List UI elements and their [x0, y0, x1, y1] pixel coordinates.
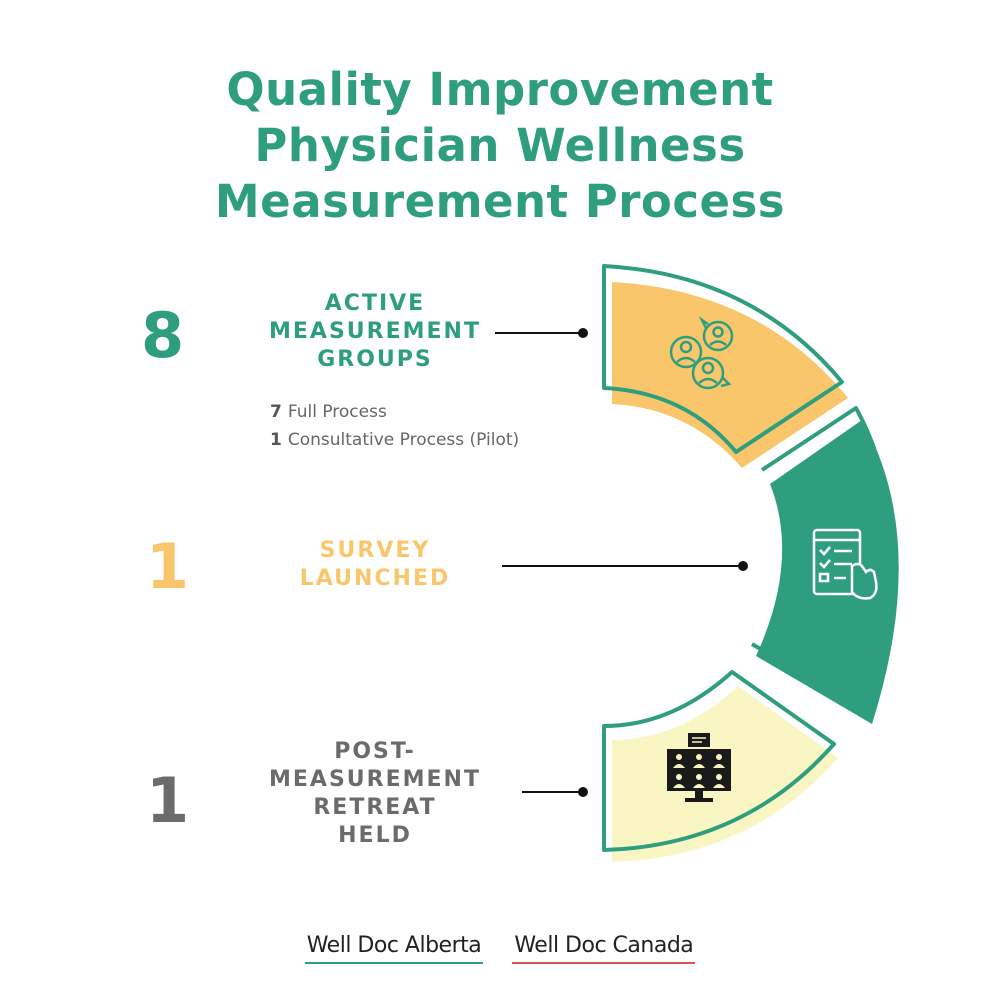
stat-label-line: LAUNCHED	[299, 566, 451, 591]
connector-dot-3	[578, 787, 588, 797]
breakdown-text: Full Process	[287, 402, 387, 422]
stat-label-groups: ACTIVE MEASUREMENT GROUPS	[255, 290, 495, 374]
connector-dot-1	[578, 328, 588, 338]
footer-logos: Well Doc Alberta Well Doc Canada	[0, 933, 1000, 964]
stat-label-line: HELD	[338, 823, 412, 848]
stat-label-line: RETREAT	[313, 795, 437, 820]
breakdown-count: 1	[270, 430, 282, 450]
breakdown-count: 7	[270, 402, 282, 422]
stat-label-survey: SURVEY LAUNCHED	[255, 537, 495, 593]
video-conference-monitor-icon	[667, 733, 731, 802]
page-title: Quality Improvement Physician Wellness M…	[0, 62, 1000, 230]
stat-label-line: POST-	[334, 739, 416, 764]
stat-number-survey: 1	[146, 530, 190, 603]
stat-label-line: MEASUREMENT	[269, 319, 481, 344]
stat-label-line: ACTIVE	[324, 291, 426, 316]
stat-number-groups: 8	[141, 299, 185, 372]
title-line-1: Quality Improvement	[226, 63, 774, 116]
stat-label-line: MEASUREMENT	[269, 767, 481, 792]
connector-dot-2	[738, 561, 748, 571]
logo-well-doc-canada: Well Doc Canada	[512, 933, 696, 964]
people-chat-icon	[669, 316, 734, 390]
breakdown-text: Consultative Process (Pilot)	[287, 430, 520, 450]
title-line-2: Physician Wellness	[254, 119, 746, 172]
stat-label-retreat: POST- MEASUREMENT RETREAT HELD	[255, 738, 495, 850]
stat-number-retreat: 1	[146, 764, 190, 837]
stat-label-line: SURVEY	[319, 538, 431, 563]
stat-label-line: GROUPS	[317, 347, 433, 372]
segment-middle	[750, 406, 899, 724]
logo-well-doc-alberta: Well Doc Alberta	[304, 933, 484, 964]
survey-checklist-hand-icon	[812, 528, 878, 600]
segment-top	[602, 264, 848, 468]
title-line-3: Measurement Process	[214, 175, 786, 228]
